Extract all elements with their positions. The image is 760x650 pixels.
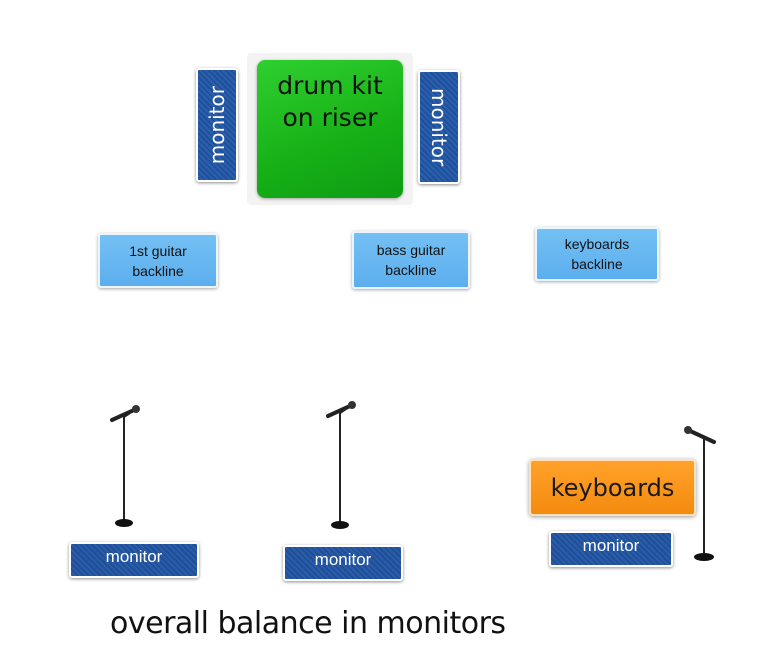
drum-monitor-right-label: monitor: [427, 87, 451, 167]
guitar-backline: 1st guitar backline: [98, 233, 218, 288]
microphone-stand-icon: [326, 401, 356, 529]
drum-monitor-left: monitor: [196, 68, 238, 182]
guitar-backline-line1: 1st guitar: [129, 242, 187, 259]
bass-backline-line2: backline: [385, 262, 437, 278]
front-monitor-right-label: monitor: [582, 536, 640, 555]
drum-monitor-right: monitor: [418, 70, 460, 184]
front-monitor-right: monitor: [549, 531, 673, 567]
front-monitor-left: monitor: [69, 542, 199, 578]
keyboards-backline-line2: backline: [571, 256, 623, 272]
keyboards-backline: keyboards backline: [535, 227, 659, 281]
keyboards-position: keyboards: [529, 459, 696, 516]
front-monitor-left-label: monitor: [105, 547, 163, 566]
drum-kit-line1: drum kit: [277, 71, 383, 100]
front-monitor-center: monitor: [283, 545, 403, 581]
drum-monitor-left-label: monitor: [205, 85, 229, 165]
drum-kit-line2: on riser: [282, 103, 378, 132]
keyboards-backline-line1: keyboards: [564, 236, 630, 252]
microphone-stand-icon: [684, 426, 716, 561]
keyboards-label: keyboards: [550, 473, 675, 502]
front-monitor-center-label: monitor: [314, 550, 372, 569]
bass-backline-line1: bass guitar: [376, 242, 446, 258]
microphone-stand-icon: [110, 405, 140, 527]
caption: overall balance in monitors: [110, 606, 506, 641]
drum-kit-on-riser: drum kit on riser: [257, 60, 403, 198]
bass-backline: bass guitar backline: [352, 231, 470, 289]
guitar-backline-line2: backline: [132, 262, 184, 279]
